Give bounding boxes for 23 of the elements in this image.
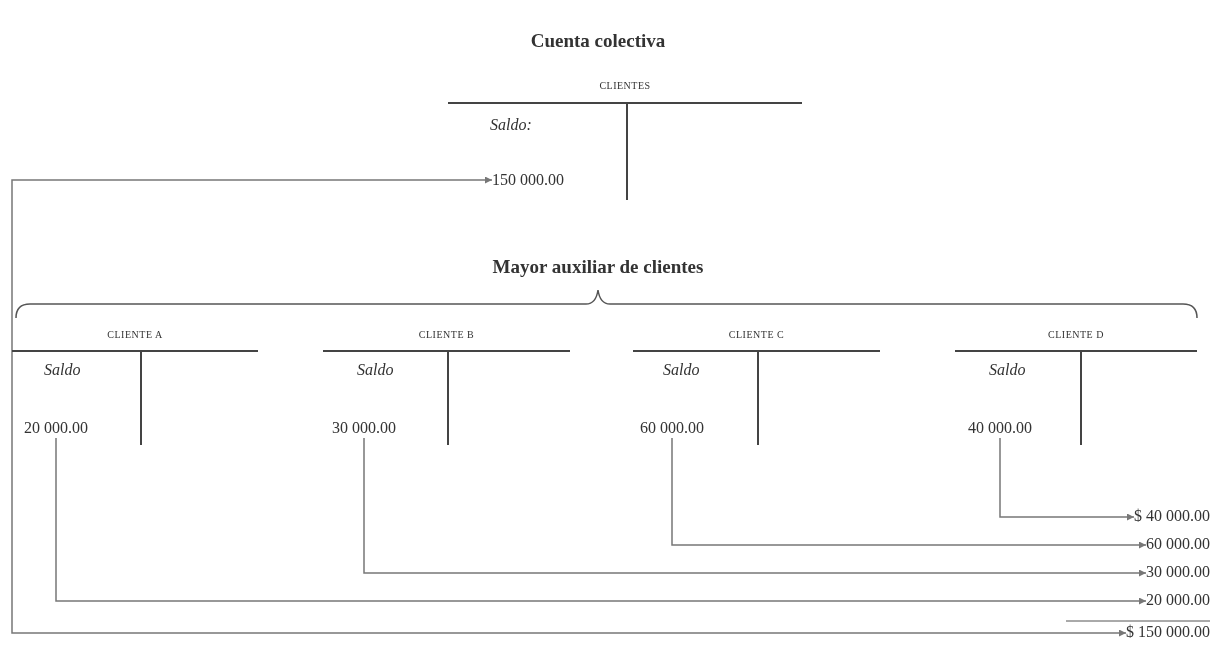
arrow: [11, 176, 1127, 637]
amount-text: 30 000.00: [1146, 562, 1210, 582]
amount-text: 60 000.00: [1146, 534, 1210, 554]
amount-text: 20 000.00: [1146, 590, 1210, 610]
section-heading: Mayor auxiliar de clientes: [492, 256, 704, 278]
account-title: CLIENTES: [598, 80, 652, 91]
amount-text: 20 000.00: [24, 418, 88, 438]
amount-text: 150 000.00: [492, 170, 564, 190]
balance-label: Saldo: [44, 361, 81, 379]
account-title: CLIENTE D: [1047, 329, 1105, 340]
balance-label: Saldo: [989, 361, 1026, 379]
title: Cuenta colectiva: [530, 30, 666, 52]
balance-label: Saldo:: [490, 116, 532, 134]
amount-text: 30 000.00: [332, 418, 396, 438]
amount-text: $ 150 000.00: [1126, 622, 1210, 642]
account-title: CLIENTE A: [106, 329, 164, 340]
amount-text: $ 40 000.00: [1134, 506, 1210, 526]
balance-label: Saldo: [357, 361, 394, 379]
account-title: CLIENTE C: [727, 329, 786, 340]
amount-text: 60 000.00: [640, 418, 704, 438]
amount-text: 40 000.00: [968, 418, 1032, 438]
balance-label: Saldo: [663, 361, 700, 379]
account-title: CLIENTE B: [417, 329, 476, 340]
